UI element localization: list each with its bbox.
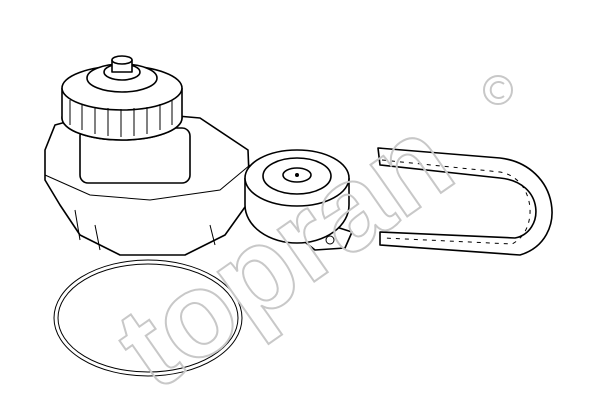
belt-tensioner	[244, 149, 353, 251]
water-pump	[44, 55, 251, 256]
timing-belt	[377, 147, 553, 256]
gasket-ring	[53, 259, 243, 377]
